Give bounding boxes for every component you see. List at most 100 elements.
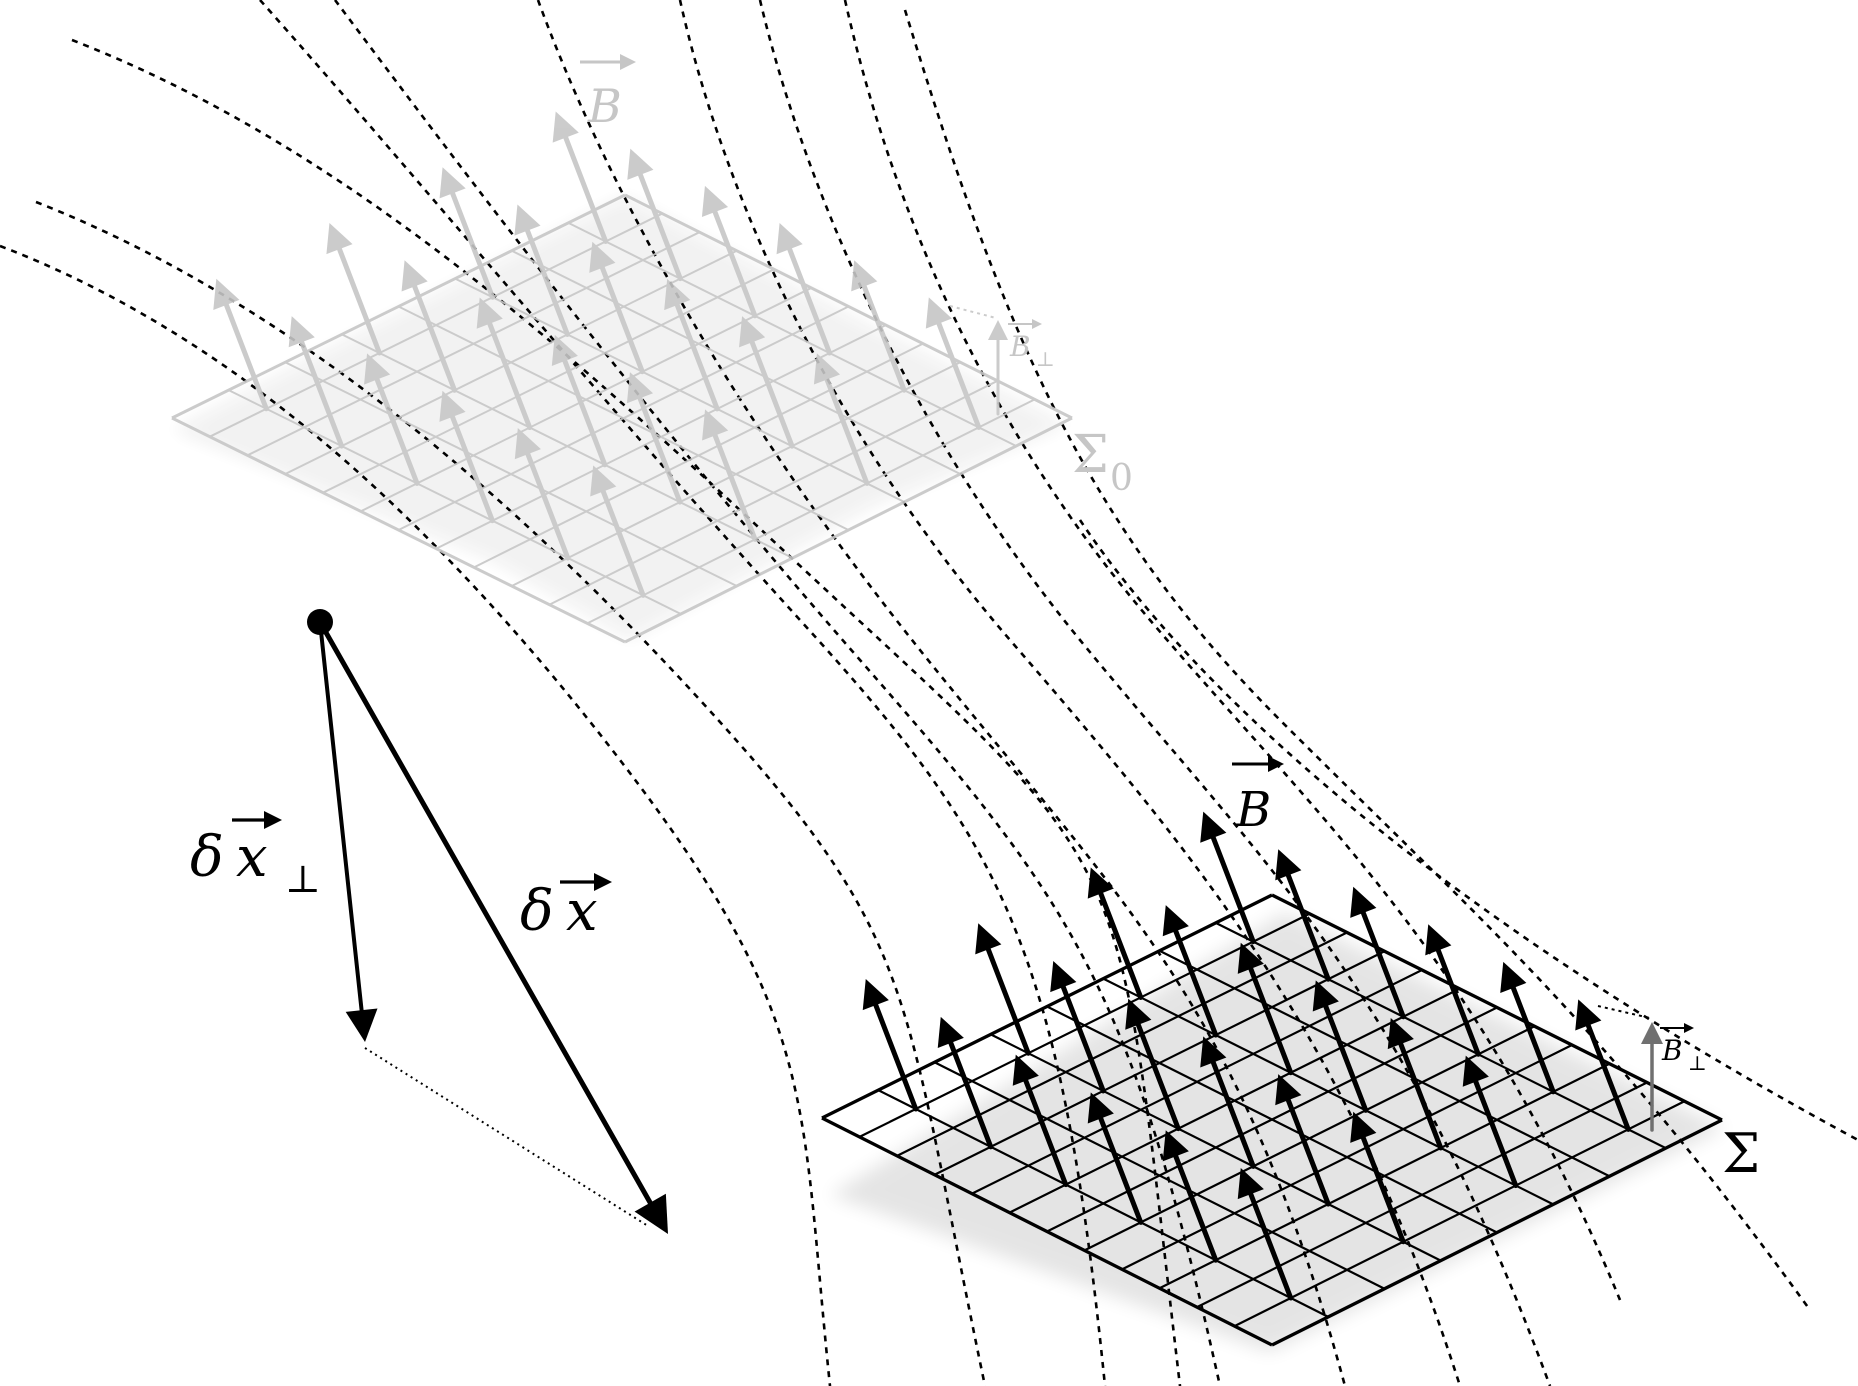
projection-guide: [364, 1047, 649, 1227]
bottom-arrow-23: [1575, 999, 1631, 1132]
grid-bottom-line-v-0: [821, 1116, 1273, 1347]
top-arrow-2: [364, 353, 420, 486]
grid-top-line-v-3: [341, 333, 794, 559]
surface-sigma0-field-arrows: [213, 111, 1008, 598]
bottom-arrow-17: [1462, 1055, 1519, 1189]
delta-x-arrow: [317, 619, 668, 1234]
top-arrow-23: [925, 297, 982, 430]
top-arrow-14: [589, 241, 645, 375]
bottom-arrow-5: [1237, 1167, 1294, 1301]
bottom-arrow-11: [1350, 1111, 1406, 1245]
label-b-bottom-letter: B: [1235, 782, 1271, 838]
bottom-arrow-21: [1425, 924, 1481, 1057]
top-arrow-13: [514, 204, 570, 337]
label-sigma0: Σ 0: [1072, 425, 1133, 499]
bottom-arrow-12: [1087, 867, 1144, 1000]
grid-bottom-line-v-7: [1215, 921, 1667, 1150]
label-b-perp-bottom-letter: B: [1661, 1034, 1683, 1067]
label-dx-perp: δ x ⊥: [190, 811, 321, 901]
top-arrow-6: [326, 223, 382, 356]
label-sigma0-sub: 0: [1110, 458, 1133, 499]
bottom-arrow-9: [1200, 1036, 1256, 1169]
top-arrow-16: [739, 316, 795, 449]
bottom-arrow-2: [1012, 1054, 1069, 1188]
label-sigma-letter: Σ: [1722, 1122, 1760, 1185]
label-dx-perp-x: x: [236, 825, 268, 890]
label-b-top: B: [580, 54, 636, 133]
bottom-arrow-3: [1087, 1092, 1144, 1225]
b-perp-guide-bottom: [1597, 1005, 1651, 1019]
grid-top-line-v-2: [284, 361, 738, 587]
bottom-arrow-10: [1275, 1074, 1331, 1207]
b-perp-arrow-bottom: [1641, 1022, 1663, 1132]
top-arrow-22: [851, 260, 907, 393]
grid-bottom-line-v-6: [1159, 949, 1610, 1178]
surface-sigma-grid: [821, 893, 1723, 1347]
field-line-7: [678, 0, 1462, 1386]
field-line-8: [758, 0, 1552, 1386]
top-arrow-8: [476, 297, 533, 431]
grid-top-line-v-7: [567, 221, 1017, 447]
top-arrow-20: [701, 185, 758, 319]
grid-top-line-v-0: [171, 416, 626, 644]
top-arrow-5: [590, 465, 646, 598]
top-arrow-0: [213, 278, 269, 412]
label-b-perp-top-sub: ⊥: [1036, 347, 1055, 371]
field-line-2: [35, 200, 987, 1386]
top-arrow-17: [813, 353, 870, 486]
top-arrow-11: [702, 409, 758, 542]
label-b-perp-top: B ⊥: [1008, 319, 1055, 371]
label-b-perp-bottom-sub: ⊥: [1688, 1051, 1707, 1075]
grid-bottom-line-v-5: [1102, 977, 1554, 1206]
surface-sigma0-grid: [171, 193, 1073, 644]
bottom-arrow-22: [1500, 961, 1556, 1095]
top-arrow-19: [627, 148, 683, 282]
bottom-arrow-14: [1237, 942, 1294, 1076]
bottom-arrow-15: [1312, 980, 1369, 1113]
top-arrow-10: [626, 372, 683, 505]
field-line-11: [1078, 519, 1858, 1142]
bottom-arrow-19: [1275, 849, 1331, 982]
field-line-6: [536, 0, 1347, 1386]
label-b-top-letter: B: [587, 79, 622, 133]
label-dx: δ x: [520, 873, 612, 944]
displacement-vectors: [307, 609, 668, 1234]
grid-bottom-line-v-1: [877, 1089, 1329, 1318]
field-line-9: [843, 0, 1622, 1301]
top-arrow-12: [439, 167, 496, 300]
top-arrow-15: [664, 278, 720, 412]
grid-top-line-v-6: [511, 249, 961, 475]
grid-bottom-line-v-8: [1271, 893, 1723, 1122]
bottom-arrow-16: [1387, 1017, 1444, 1151]
top-arrow-9: [551, 334, 608, 468]
label-sigma: Σ: [1722, 1122, 1760, 1185]
surface-sigma: [821, 811, 1725, 1352]
grid-bottom-line-v-2: [934, 1061, 1385, 1290]
label-b-bottom: B: [1232, 756, 1284, 838]
bottom-arrow-6: [975, 923, 1031, 1056]
label-dx-delta: δ: [520, 879, 554, 944]
b-perp-guide-top: [949, 305, 997, 319]
top-arrow-3: [439, 390, 495, 524]
top-arrow-4: [514, 428, 571, 561]
bottom-arrow-0: [862, 979, 919, 1112]
label-b-perp-bottom: B ⊥: [1660, 1023, 1707, 1075]
label-b-perp-top-letter: B: [1009, 330, 1031, 363]
grid-top-line-v-5: [454, 277, 905, 503]
grid-top-line-v-1: [228, 389, 682, 615]
grid-bottom-line-v-4: [1046, 1005, 1498, 1234]
bottom-arrow-4: [1162, 1130, 1219, 1263]
label-sigma0-letter: Σ: [1072, 425, 1109, 485]
b-perp-arrow-top: [988, 320, 1008, 416]
top-arrow-21: [776, 223, 833, 356]
grid-top-line-v-4: [398, 305, 849, 531]
bottom-arrow-20: [1350, 886, 1406, 1020]
top-arrow-7: [401, 260, 458, 393]
top-arrow-1: [288, 316, 345, 449]
grid-bottom-line-v-3: [990, 1033, 1442, 1262]
label-dx-x: x: [566, 879, 598, 944]
bottom-arrow-7: [1050, 960, 1106, 1094]
bottom-arrow-1: [937, 1016, 994, 1150]
bottom-arrow-8: [1125, 998, 1181, 1132]
